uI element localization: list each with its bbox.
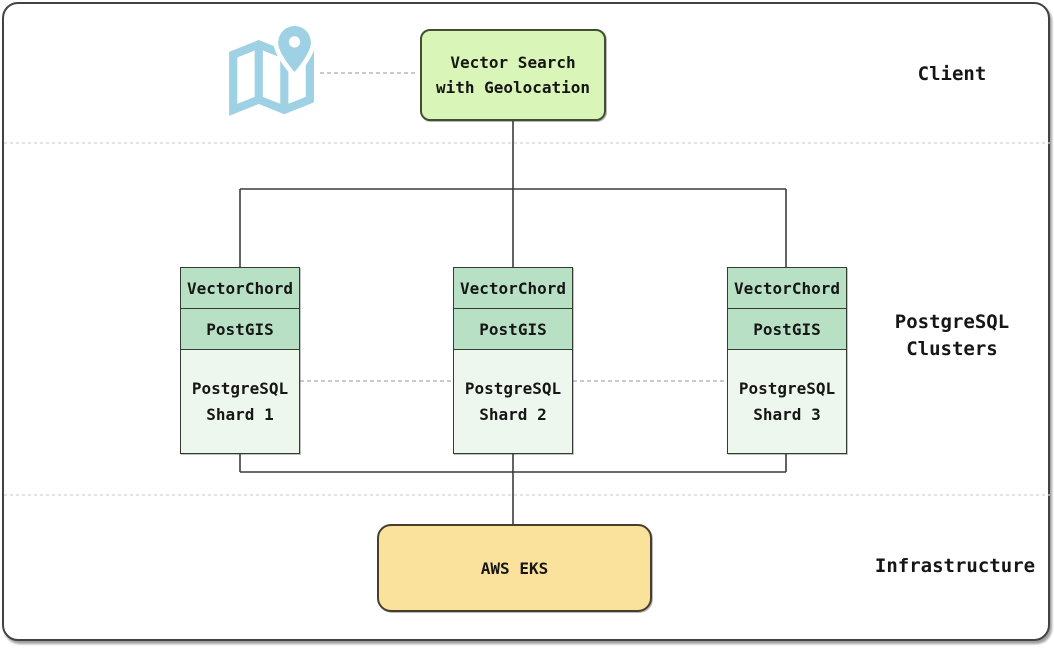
- map-location-pin-icon: [229, 24, 316, 116]
- pin-hole: [288, 36, 301, 48]
- shard-layer-vectorchord: VectorChord: [454, 268, 572, 309]
- shard-layer-postgis: PostGIS: [181, 309, 299, 350]
- node-vector-search: Vector Search with Geolocation: [420, 29, 606, 121]
- shard-layer-postgis: PostGIS: [454, 309, 572, 350]
- node-postgresql-shard-2: VectorChord PostGIS PostgreSQL Shard 2: [453, 267, 573, 454]
- node-postgresql-shard-1: VectorChord PostGIS PostgreSQL Shard 1: [180, 267, 300, 454]
- band-label-postgresql-clusters: PostgreSQL Clusters: [894, 311, 1010, 360]
- node-postgresql-shard-3: VectorChord PostGIS PostgreSQL Shard 3: [727, 267, 847, 454]
- shard-title: PostgreSQL Shard 1: [191, 378, 289, 424]
- band-label-infrastructure: Infrastructure: [874, 555, 1036, 577]
- node-aws-eks: AWS EKS: [377, 524, 652, 612]
- shard-title: PostgreSQL Shard 2: [464, 378, 562, 424]
- shard-layer-postgis: PostGIS: [728, 309, 846, 350]
- shard-layer-vectorchord: VectorChord: [181, 268, 299, 309]
- map-outline: [229, 38, 314, 116]
- shard-title: PostgreSQL Shard 3: [738, 378, 836, 424]
- band-label-client: Client: [917, 63, 987, 85]
- shard-layer-vectorchord: VectorChord: [728, 268, 846, 309]
- location-pin-icon: [278, 26, 311, 73]
